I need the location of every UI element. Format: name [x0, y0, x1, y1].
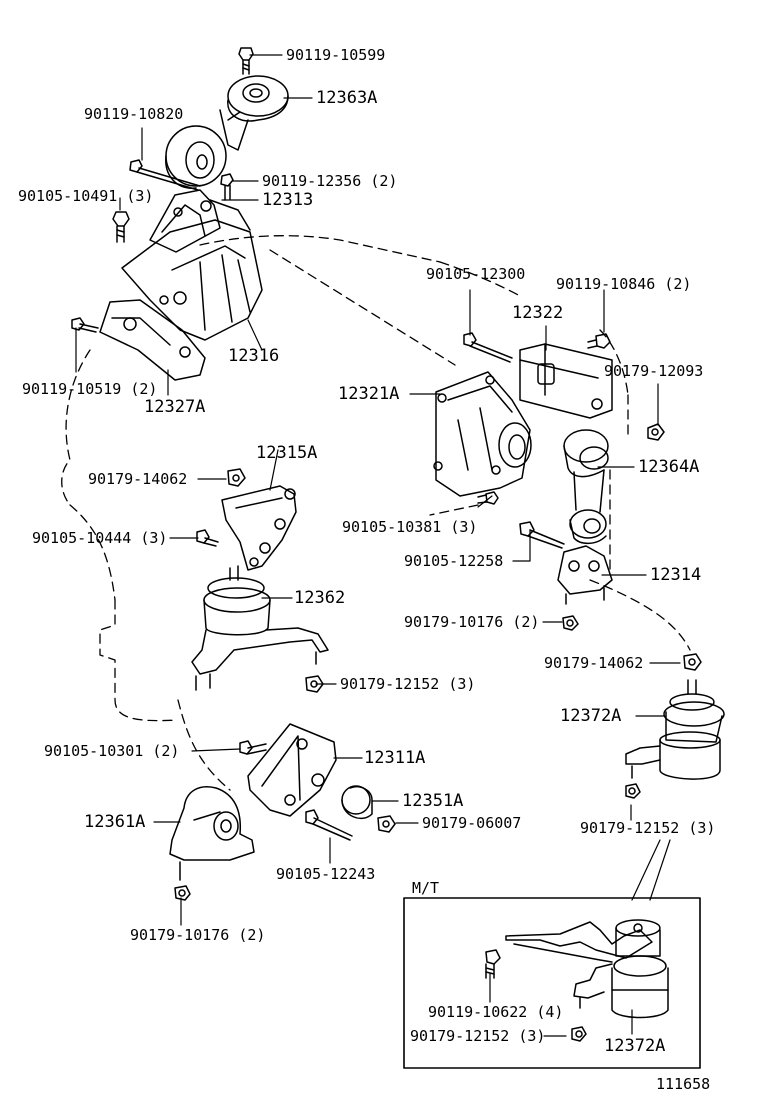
bolt-90119-10519	[71, 317, 99, 333]
mt-inset	[403, 897, 701, 1069]
label-12314: 12314	[650, 565, 702, 585]
bolt-90119-10599	[238, 47, 254, 75]
bolt-90105-10301	[239, 740, 267, 755]
label-90119-12356: 90119-12356 (2)	[262, 172, 398, 190]
bolt-90105-10381	[477, 491, 499, 505]
label-12315A: 12315A	[256, 443, 318, 463]
label-12351A: 12351A	[402, 791, 464, 811]
bolt-90119-10820	[129, 159, 201, 191]
bolt-90119-10622	[485, 949, 501, 979]
rod-12364a	[563, 429, 609, 545]
bolt-90105-10491	[112, 211, 130, 243]
label-12316: 12316	[228, 346, 280, 366]
label-90179-14062-b: 90179-14062	[544, 654, 644, 672]
nut-90179-12152-b	[625, 783, 641, 799]
mount-12372a-at	[625, 679, 725, 780]
label-12364A: 12364A	[638, 457, 700, 477]
label-90119-10846: 90119-10846 (2)	[556, 275, 692, 293]
nut-90179-14062-b	[683, 653, 702, 671]
bracket-12313	[149, 189, 251, 253]
bolt-90119-10846	[587, 333, 611, 349]
label-90119-10519: 90119-10519 (2)	[22, 380, 158, 398]
nut-90179-10176-a	[562, 615, 579, 631]
label-90105-10381: 90105-10381 (3)	[342, 518, 478, 536]
label-90119-10820: 90119-10820	[84, 105, 184, 123]
bracket-12327a	[99, 299, 206, 381]
label-90179-12152-a: 90179-12152 (3)	[340, 675, 476, 693]
bolt-90105-12300	[463, 332, 513, 363]
label-90179-10176-b: 90179-10176 (2)	[130, 926, 266, 944]
engine-outline	[61, 235, 691, 791]
bolt-90105-12243	[305, 809, 353, 841]
bracket-12314	[557, 545, 613, 605]
mount-12362	[191, 565, 329, 691]
nut-90179-12093	[647, 423, 665, 441]
label-12327A: 12327A	[144, 397, 206, 417]
label-90179-14062-a: 90179-14062	[88, 470, 188, 488]
label-90179-10176-a: 90179-10176 (2)	[404, 613, 540, 631]
mount-12361a	[169, 786, 255, 881]
label-12363A: 12363A	[316, 88, 378, 108]
bracket-12316	[121, 219, 263, 341]
bracket-12315a	[221, 485, 297, 571]
label-90119-10622: 90119-10622 (4)	[428, 1003, 564, 1021]
label-12321A: 12321A	[338, 384, 400, 404]
label-90119-10599: 90119-10599	[286, 46, 386, 64]
label-90105-12300: 90105-12300	[426, 265, 526, 283]
figure-number: 111658	[656, 1075, 711, 1093]
label-90105-10491: 90105-10491 (3)	[18, 187, 154, 205]
label-12313: 12313	[262, 190, 314, 210]
label-90105-10301: 90105-10301 (2)	[44, 742, 180, 760]
nut-90179-12152-c	[571, 1026, 587, 1042]
label-90179-12152-b: 90179-12152 (3)	[580, 819, 716, 837]
label-12361A: 12361A	[84, 812, 146, 832]
bolt-90105-12258	[519, 521, 565, 549]
bracket-12321a	[433, 371, 532, 497]
bushing-12351a	[341, 785, 373, 820]
nut-90179-14062-a	[227, 468, 246, 487]
mount-12363a	[219, 75, 289, 151]
label-90179-12152-c: 90179-12152 (3)	[410, 1027, 546, 1045]
bolt-90119-12356	[220, 173, 234, 201]
nut-90179-10176-b	[174, 885, 191, 901]
label-12311A: 12311A	[364, 748, 426, 768]
label-90179-06007: 90179-06007	[422, 814, 522, 832]
label-90105-10444: 90105-10444 (3)	[32, 529, 168, 547]
label-90105-12243: 90105-12243	[276, 865, 376, 883]
label-90179-12093: 90179-12093	[604, 362, 704, 380]
nut-90179-06007	[377, 815, 396, 833]
label-12362: 12362	[294, 588, 346, 608]
label-mt: M/T	[412, 879, 440, 897]
label-12322: 12322	[512, 303, 564, 323]
label-12372A-at: 12372A	[560, 706, 622, 726]
bracket-12311a	[247, 723, 337, 817]
bracket-12322	[519, 343, 613, 419]
nut-90179-12152-a	[305, 675, 324, 693]
label-90105-12258: 90105-12258	[404, 552, 504, 570]
label-12372A-mt: 12372A	[604, 1036, 666, 1056]
bolt-90105-10444	[196, 529, 219, 547]
